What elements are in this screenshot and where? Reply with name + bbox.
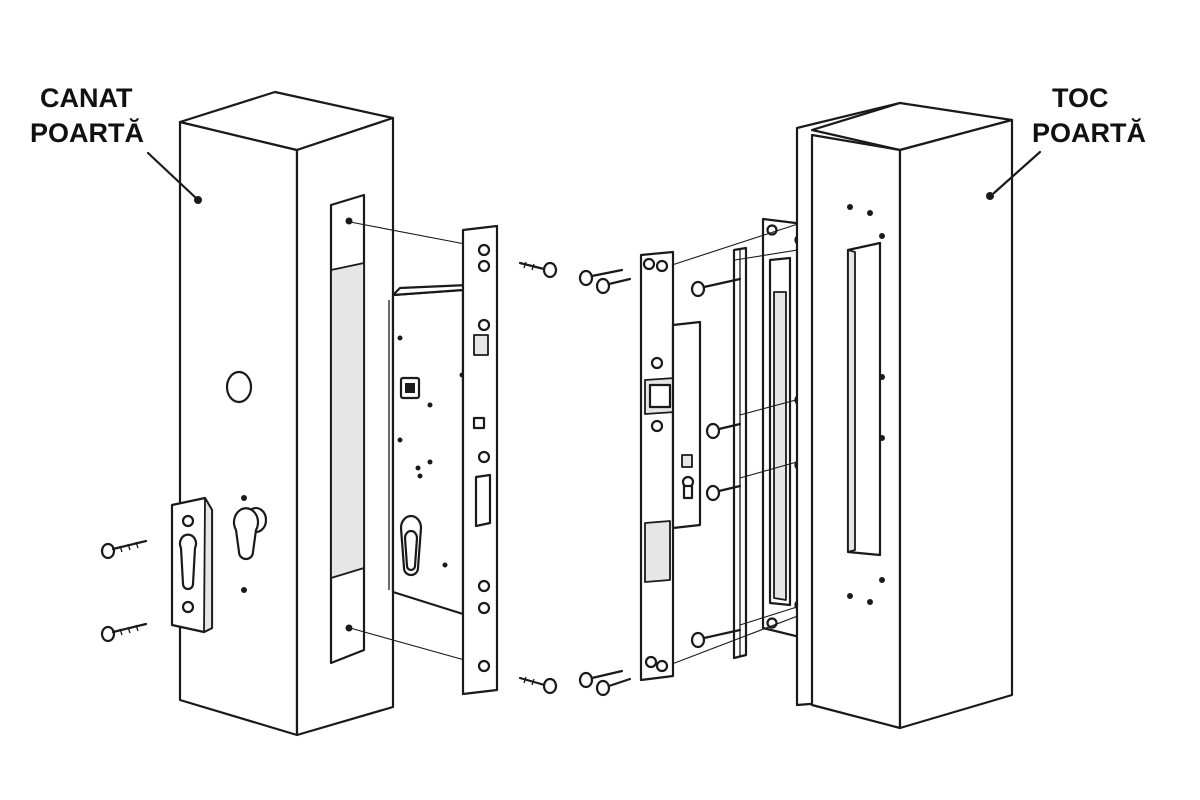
lock-faceplate <box>461 224 499 696</box>
gate-leaf-label-line1: CANAT <box>40 83 133 113</box>
cylinder-escutcheon-plate <box>170 496 214 634</box>
frame-screws <box>690 277 742 649</box>
faceplate-screw-top <box>518 261 558 279</box>
gate-frame-label-line2: POARTĂ <box>1032 117 1146 148</box>
escutcheon-screw-top <box>100 539 148 560</box>
gate-frame-label: TOC POARTĂ <box>986 83 1146 200</box>
mortise-lock-body <box>388 283 470 616</box>
strike-screws-bottom <box>578 669 632 697</box>
strike-spacer-strip <box>732 246 748 660</box>
faceplate-screw-bottom <box>518 676 558 695</box>
strike-screws-top <box>578 268 632 295</box>
escutcheon-screw-bottom <box>100 622 148 643</box>
gate-leaf-label: CANAT POARTĂ <box>30 83 202 204</box>
gate-leaf-post <box>178 90 395 737</box>
gate-frame-post <box>795 101 1014 730</box>
gate-frame-label-line1: TOC <box>1052 83 1109 113</box>
strike-plate <box>639 250 702 682</box>
gate-leaf-label-line2: POARTĂ <box>30 117 144 148</box>
